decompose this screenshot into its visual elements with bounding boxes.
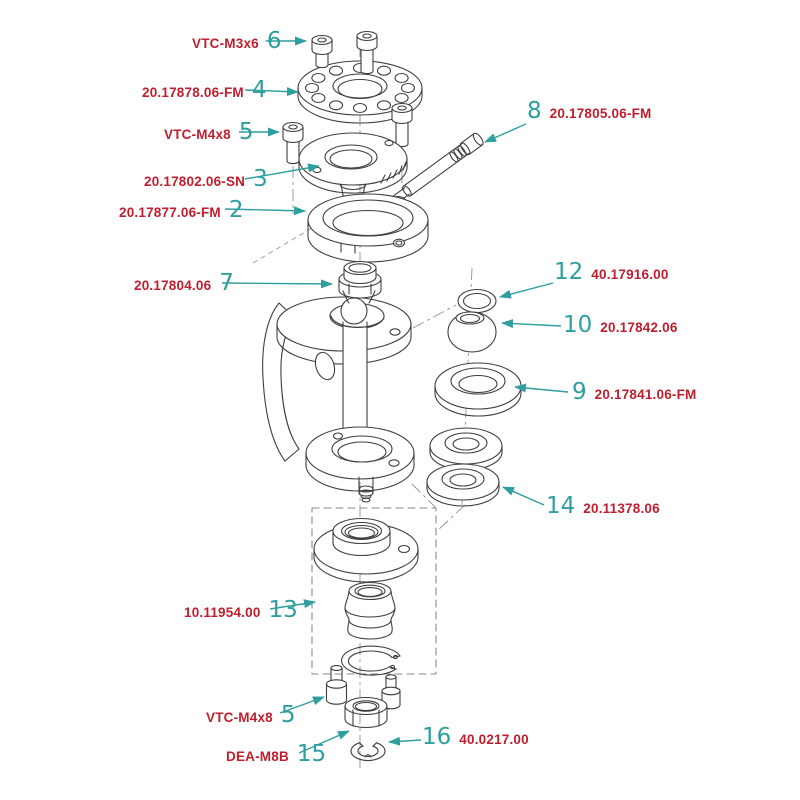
leader-arrow-7 — [221, 279, 333, 289]
leader-arrow-2 — [224, 206, 306, 216]
part-number: 20.17878.06-FM — [142, 85, 244, 100]
item-number: 5 — [238, 119, 254, 145]
washer-part-9 — [434, 362, 522, 417]
label-item-3: 20.17802.06-SN 3 — [144, 168, 268, 191]
hex-nut-part-15 — [344, 696, 388, 729]
part-number: 10.11954.00 — [184, 605, 261, 620]
part-number: DEA-M8B — [226, 749, 289, 764]
leader-arrow-3 — [244, 163, 320, 180]
item-number: 2 — [228, 197, 244, 223]
housing-part-2 — [307, 193, 429, 263]
e-clip-part-16 — [350, 742, 386, 762]
part-number: 40.17916.00 — [591, 267, 669, 282]
screws-item-5-top — [282, 102, 413, 165]
label-item-9: 9 20.17841.06-FM — [572, 381, 697, 404]
bracket-body — [262, 296, 415, 503]
label-item-10: 10 20.17842.06 — [563, 314, 678, 337]
item-number: 7 — [219, 270, 234, 296]
label-item-12: 12 40.17916.00 — [554, 261, 669, 284]
part-number: 20.11378.06 — [583, 501, 660, 516]
leader-arrow-13 — [269, 599, 316, 610]
item-number: 9 — [572, 379, 587, 405]
screws-item-6 — [311, 30, 378, 75]
item-number: 5 — [280, 702, 296, 728]
leader-arrow-5-bottom — [279, 696, 325, 714]
item-number: 6 — [266, 28, 282, 54]
kit-bushing — [344, 581, 396, 640]
part-number: 20.17842.06 — [600, 320, 678, 335]
leader-arrow-10 — [501, 319, 562, 329]
label-item-6: VTC-M3x6 6 — [192, 30, 282, 53]
item-number: 15 — [296, 741, 327, 767]
adapter-part-7 — [330, 260, 385, 328]
leader-arrow-9 — [514, 383, 569, 393]
part-number: 20.17804.06 — [134, 278, 212, 293]
item-number: 3 — [253, 166, 268, 192]
leader-arrow-12 — [499, 282, 554, 299]
part-number: VTC-M3x6 — [192, 36, 259, 51]
leader-arrow-15 — [298, 730, 350, 754]
screws-item-5-bottom — [325, 665, 401, 710]
part-number: 40.0217.00 — [459, 732, 529, 747]
item-number: 13 — [268, 597, 298, 623]
leader-arrow-14 — [502, 486, 545, 506]
leader-arrow-16 — [388, 736, 422, 746]
leader-arrow-8 — [484, 123, 527, 143]
label-item-14: 14 20.11378.06 — [546, 495, 660, 518]
label-item-16: 16 40.0217.00 — [422, 726, 529, 749]
part-number: VTC-M4x8 — [164, 127, 231, 142]
part-number: 20.17841.06-FM — [594, 387, 697, 402]
kit-boundary-box — [311, 507, 437, 675]
washers-part-14 — [426, 427, 503, 507]
part-number: 20.17877.06-FM — [119, 205, 221, 220]
label-item-4: 20.17878.06-FM 4 — [142, 79, 267, 102]
item-number: 10 — [563, 312, 593, 338]
label-item-5-bottom: VTC-M4x8 5 — [206, 704, 296, 727]
item-number: 12 — [554, 259, 584, 285]
label-item-15: DEA-M8B 15 — [226, 743, 326, 766]
part-number: VTC-M4x8 — [206, 710, 273, 725]
ring-flange-part-4 — [297, 60, 423, 124]
kit-flange — [313, 517, 419, 583]
item-number: 16 — [422, 724, 452, 750]
label-item-5-top: VTC-M4x8 5 — [164, 121, 254, 144]
label-item-8: 8 20.17805.06-FM — [527, 100, 652, 123]
label-item-2: 20.17877.06-FM 2 — [119, 199, 244, 222]
kit-snap-ring — [341, 645, 401, 676]
cam-plate-part-3 — [298, 132, 408, 204]
label-item-13: 10.11954.00 13 — [184, 599, 298, 622]
label-item-7: 20.17804.06 7 — [134, 272, 234, 295]
part-number: 20.17802.06-SN — [144, 174, 246, 189]
item-number: 14 — [546, 493, 576, 519]
item-number: 8 — [527, 98, 542, 124]
o-ring-part-12 — [457, 288, 497, 314]
leader-arrow-4 — [244, 87, 299, 97]
item-number: 4 — [251, 77, 267, 103]
ball-cup-part-10 — [447, 311, 497, 353]
part-number: 20.17805.06-FM — [549, 106, 652, 121]
